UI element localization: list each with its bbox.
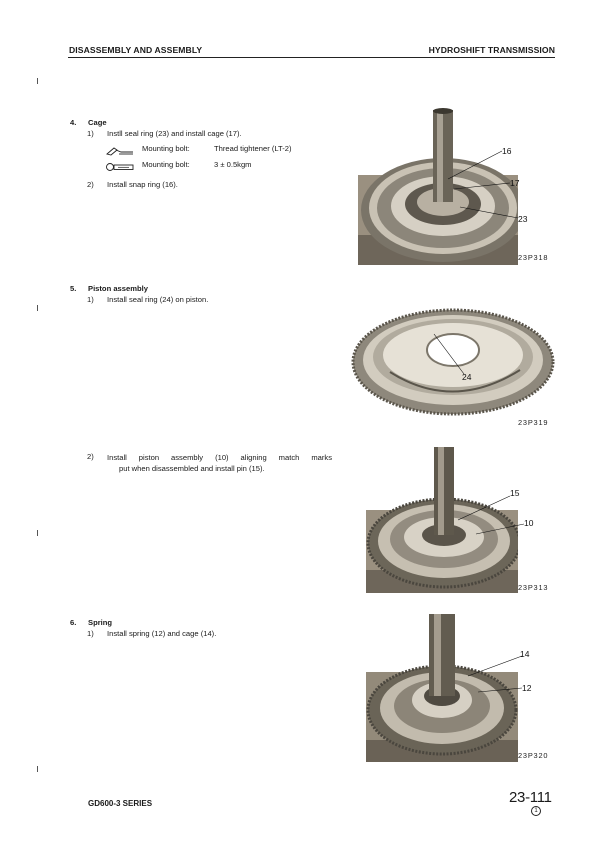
spec-value: Thread tightener (LT-2)	[214, 144, 292, 153]
margin-mark	[37, 78, 38, 84]
figure-callout: 17	[510, 178, 520, 188]
figure-callout: 12	[522, 683, 532, 693]
figure-code: 23P320	[518, 751, 549, 760]
step-text: Install spring (12) and cage (14).	[107, 629, 217, 638]
margin-mark	[37, 766, 38, 772]
footer-series: GD600-3 SERIES	[88, 799, 153, 808]
step-text: Install piston assembly (10) aligning ma…	[107, 452, 332, 474]
spec-label: Mounting bolt:	[142, 144, 190, 153]
step-text: Install snap ring (16).	[107, 180, 178, 189]
step-text: Instll seal ring (23) and install cage (…	[107, 129, 242, 138]
revision-badge: 1	[531, 806, 541, 816]
spec-label: Mounting bolt:	[142, 160, 190, 169]
step-number: 1)	[87, 295, 94, 304]
figure-photo-cage	[358, 105, 518, 265]
step-text-line: Install piston assembly (10) aligning ma…	[107, 453, 332, 462]
spec-value: 3 ± 0.5kgm	[214, 160, 252, 169]
margin-mark	[37, 530, 38, 536]
section-number: 6.	[70, 618, 77, 627]
section-title: Spring	[88, 618, 113, 627]
page-number: 23-111	[509, 789, 552, 806]
figure-callout: 24	[462, 372, 472, 382]
torque-wrench-icon	[105, 159, 135, 171]
figure-code: 23P313	[518, 583, 549, 592]
figure-callout: 23	[518, 214, 528, 224]
section-title: Piston assembly	[88, 284, 148, 293]
step-number: 1)	[87, 129, 94, 138]
figure-code: 23P319	[518, 418, 549, 427]
step-text-line: put when disassembled and install pin (1…	[119, 464, 265, 473]
figure-callout: 14	[520, 649, 530, 659]
figure-code: 23P318	[518, 253, 549, 262]
callout-leader-lines	[467, 655, 523, 693]
figure-photo-spring	[366, 612, 518, 762]
figure-photo-piston	[350, 302, 555, 417]
step-number: 2)	[87, 180, 94, 189]
figure-callout: 16	[502, 146, 512, 156]
header-chapter-title: HYDROSHIFT TRANSMISSION	[428, 45, 555, 55]
step-text: Install seal ring (24) on piston.	[107, 295, 209, 304]
thread-tightener-icon	[105, 143, 135, 156]
header-section-title: DISASSEMBLY AND ASSEMBLY	[69, 45, 203, 55]
step-number: 2)	[87, 452, 94, 461]
margin-mark	[37, 305, 38, 311]
callout-leader-line	[433, 333, 465, 375]
section-number: 5.	[70, 284, 77, 293]
header-rule	[68, 57, 555, 58]
figure-photo-piston-assembly	[366, 445, 518, 593]
section-number: 4.	[70, 118, 77, 127]
figure-callout: 10	[524, 518, 534, 528]
callout-leader-lines	[447, 150, 519, 219]
callout-leader-lines	[457, 495, 525, 535]
figure-callout: 15	[510, 488, 520, 498]
section-title: Cage	[88, 118, 107, 127]
step-number: 1)	[87, 629, 94, 638]
